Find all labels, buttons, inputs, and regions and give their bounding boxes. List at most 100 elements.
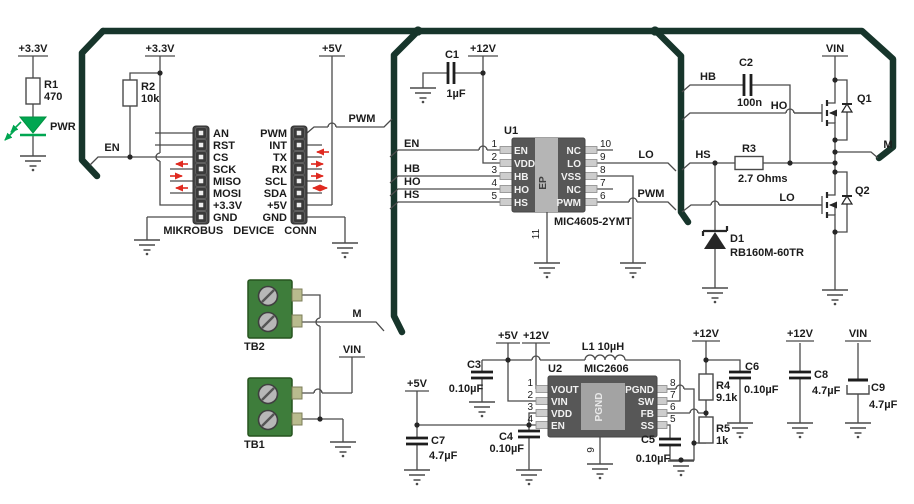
tb1-label: TB1: [244, 439, 265, 451]
svg-text:0.10µF: 0.10µF: [744, 384, 779, 396]
r2-value: 10k: [141, 93, 160, 105]
rail-5v-label: +5V: [322, 43, 343, 55]
net-en: EN: [404, 138, 419, 150]
svg-text:7: 7: [670, 390, 676, 401]
svg-text:NC: NC: [567, 146, 581, 157]
q2-mosfet: Q2: [719, 185, 870, 218]
svg-text:3: 3: [491, 165, 497, 176]
r5-resistor: [698, 416, 714, 444]
svg-text:C7: C7: [431, 435, 445, 447]
svg-text:8: 8: [600, 165, 606, 176]
svg-text:L1 10µH: L1 10µH: [582, 341, 624, 353]
rail-5v-label: +5V: [498, 330, 519, 342]
rail-12v-label: +12V: [693, 328, 720, 340]
svg-text:C4: C4: [499, 431, 514, 443]
rail-12v-label: +12V: [523, 330, 550, 342]
u1-pad-pin-number: 11: [531, 228, 542, 239]
svg-text:C6: C6: [745, 361, 759, 373]
svg-text:1µF: 1µF: [446, 88, 465, 100]
tb1-terminal-block: TB1: [244, 377, 303, 451]
net-hs: HS: [404, 189, 419, 201]
rail-12v-label: +12V: [787, 328, 814, 340]
svg-text:VDD: VDD: [551, 409, 572, 420]
svg-text:TX: TX: [273, 152, 288, 164]
u2-pad-pin-number: 9: [586, 447, 597, 453]
svg-text:4.7µF: 4.7µF: [869, 399, 898, 411]
l1-inductor: L1 10µH: [582, 341, 624, 353]
svg-text:9.1k: 9.1k: [716, 392, 738, 404]
d1-ref: D1: [730, 233, 744, 245]
svg-text:2: 2: [491, 152, 497, 163]
svg-text:VSS: VSS: [561, 172, 581, 183]
svg-text:C9: C9: [871, 382, 885, 394]
net-hs: HS: [695, 149, 710, 161]
r1-value: 470: [44, 91, 62, 103]
svg-text:VIN: VIN: [551, 397, 568, 408]
pwr-led-icon: [18, 116, 48, 134]
svg-text:C8: C8: [814, 369, 828, 381]
svg-text:5: 5: [670, 414, 676, 425]
svg-text:C5: C5: [641, 434, 655, 446]
power-led-circuit: R1 470 PWR: [4, 77, 76, 141]
svg-text:RX: RX: [272, 164, 288, 176]
rail-3v3-label: +3.3V: [145, 43, 175, 55]
svg-text:SCL: SCL: [265, 176, 287, 188]
svg-text:2.7 Ohms: 2.7 Ohms: [738, 173, 788, 185]
d1-part: RB160M-60TR: [730, 247, 804, 259]
svg-text:1k: 1k: [716, 435, 729, 447]
r2-resistor: [122, 79, 138, 107]
svg-text:AN: AN: [213, 128, 229, 140]
r2-pullup: R2 10k: [122, 79, 160, 107]
svg-text:PWM: PWM: [557, 198, 581, 209]
header-pin-squares: [195, 127, 305, 223]
q1-ref: Q1: [857, 93, 872, 105]
svg-text:4.7µF: 4.7µF: [812, 385, 841, 397]
c8-capacitor: C8 4.7µF: [789, 369, 841, 397]
svg-text:SDA: SDA: [264, 188, 287, 200]
c9-capacitor: C9 4.7µF: [846, 378, 898, 411]
c4-capacitor: C4 0.10µF: [490, 429, 540, 455]
net-hb: HB: [404, 163, 420, 175]
d1-schottky-diode: D1 RB160M-60TR: [701, 226, 804, 259]
svg-text:7: 7: [600, 178, 606, 189]
c2-capacitor: [742, 74, 753, 96]
r4-resistor: [698, 373, 714, 401]
net-ho: HO: [404, 176, 421, 188]
svg-text:10: 10: [600, 139, 612, 150]
svg-text:RST: RST: [213, 140, 235, 152]
svg-text:0.10µF: 0.10µF: [490, 443, 525, 455]
net-lo: LO: [638, 149, 654, 161]
svg-text:0.10µF: 0.10µF: [636, 453, 671, 465]
signal-direction-arrows: [170, 148, 329, 192]
svg-text:4: 4: [491, 178, 497, 189]
u1-exposed-pad: [535, 138, 558, 212]
svg-text:6: 6: [600, 191, 606, 202]
rail-vin-label: VIN: [343, 344, 361, 356]
c5-capacitor: C5 0.10µF: [636, 434, 681, 465]
u2-pad-label: PGND: [594, 393, 605, 422]
led-emission-arrow-icon: [4, 129, 16, 141]
svg-text:SCK: SCK: [213, 164, 236, 176]
rail-3v3-label: +3.3V: [18, 43, 48, 55]
power-rail-labels: +3.3V +3.3V +5V +12V VIN VIN +5V +5V +12…: [18, 43, 871, 392]
r2-ref: R2: [141, 81, 155, 93]
svg-text:3: 3: [527, 402, 533, 413]
net-pwm: PWM: [638, 188, 665, 200]
bus-junction-dot: [650, 26, 660, 36]
r1-resistor: [25, 77, 41, 105]
svg-text:4.7µF: 4.7µF: [429, 450, 458, 462]
svg-text:MOSI: MOSI: [213, 188, 241, 200]
c3-capacitor: C3 0.10µF: [449, 359, 493, 395]
svg-text:8: 8: [670, 378, 676, 389]
svg-text:HO: HO: [514, 185, 529, 196]
svg-text:R4: R4: [716, 380, 731, 392]
svg-text:4: 4: [527, 414, 533, 425]
